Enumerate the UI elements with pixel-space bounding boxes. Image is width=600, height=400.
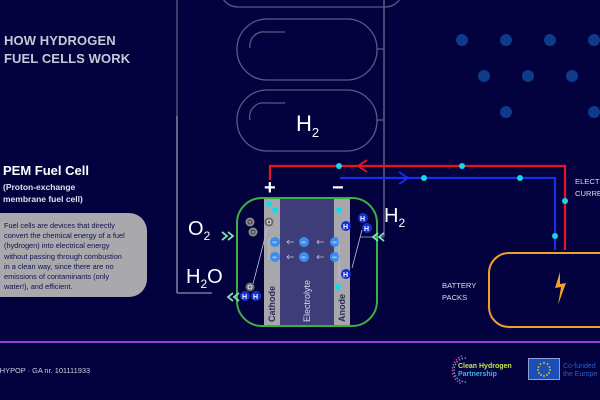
- battery-label-line-1: BATTERY: [442, 281, 477, 290]
- proton: [330, 237, 340, 247]
- svg-text:H: H: [360, 216, 365, 223]
- electrolyte-label: Electrolyte: [302, 280, 312, 322]
- project-grant-text: ct HYPOP · GA nr. 101111933: [0, 366, 91, 375]
- svg-text:+H: +H: [272, 241, 277, 245]
- eu-line-1: Co-funded: [563, 363, 596, 370]
- partner-line-1: Clean Hydrogen: [458, 363, 512, 370]
- proton-labels: +H +H +H +H +H +H: [272, 241, 337, 260]
- battery-packs-label: BATTERY PACKS: [442, 280, 476, 304]
- clean-hydrogen-logo-icon: [451, 355, 467, 385]
- cathode-label: Cathode: [267, 286, 277, 322]
- description-line: in a clean way, since there are no: [4, 261, 114, 271]
- tank-h2-label: H2: [296, 111, 319, 140]
- svg-text:+H: +H: [301, 241, 306, 245]
- page-title: HOW HYDROGEN FUEL CELLS WORK: [4, 32, 130, 68]
- pem-subtitle: (Proton-exchange membrane fuel cell): [3, 181, 83, 205]
- description-line: (hydrogen) into electrical energy: [4, 241, 110, 251]
- proton: [330, 252, 340, 262]
- pem-subtitle-line-1: (Proton-exchange: [3, 182, 76, 192]
- current-label-line-2: CURRE: [575, 189, 600, 198]
- proton: [270, 237, 280, 247]
- decorative-dot-grid: [456, 34, 600, 118]
- hydrogen-tank-frame: [176, 0, 401, 294]
- electrolyte-membrane: [280, 199, 334, 325]
- fuel-cell-outline: [236, 197, 378, 327]
- eu-flag-icon: [528, 358, 560, 380]
- svg-text:H: H: [364, 226, 369, 233]
- clean-hydrogen-partnership-logo: Clean Hydrogen Partnership: [458, 363, 512, 379]
- proton: [299, 237, 309, 247]
- battery-label-line-2: PACKS: [442, 293, 468, 302]
- svg-text:+H: +H: [301, 256, 306, 260]
- anode-label: Anode: [337, 294, 347, 322]
- water-output-label: H2O: [186, 266, 223, 291]
- pem-fuel-cell-heading: PEM Fuel Cell: [3, 163, 89, 178]
- lightning-bolt-icon: [555, 272, 566, 305]
- partner-line-2: Partnership: [458, 371, 497, 378]
- water-molecule: H H: [240, 282, 261, 301]
- svg-text:+H: +H: [332, 241, 337, 245]
- eu-line-2: the Europe: [563, 371, 598, 378]
- title-line-2: FUEL CELLS WORK: [4, 51, 131, 66]
- pem-subtitle-line-2: membrane fuel cell): [3, 194, 83, 204]
- description-box: Fuel cells are devices that directly con…: [0, 213, 147, 297]
- title-line-1: HOW HYDROGEN: [4, 33, 116, 48]
- svg-text:H: H: [343, 272, 348, 279]
- svg-text:H: H: [343, 224, 348, 231]
- negative-wire: [340, 171, 557, 250]
- svg-text:H: H: [253, 294, 258, 301]
- footer-divider: [0, 341, 600, 343]
- oxygen-molecule: [245, 217, 274, 237]
- proton: [299, 252, 309, 262]
- hydrogen-input-label: H2: [384, 205, 405, 230]
- cathode-plate: [264, 199, 280, 325]
- description-line: water!), and efficient.: [4, 282, 73, 292]
- description-line: Fuel cells are devices that directly: [4, 221, 115, 230]
- current-label-line-1: ELECT: [575, 177, 600, 186]
- description-line: emissions of contaminants (only: [4, 272, 110, 282]
- svg-text:+H: +H: [332, 256, 337, 260]
- hydrogen-molecule: H H H H: [341, 213, 372, 279]
- cell-electrons: [266, 201, 342, 290]
- electron-dots: [336, 163, 568, 239]
- flow-chevrons: [221, 231, 385, 302]
- svg-text:H: H: [242, 294, 247, 301]
- svg-text:+H: +H: [272, 256, 277, 260]
- proton: [270, 252, 280, 262]
- battery-pack-outline: [488, 252, 600, 328]
- positive-wire: [268, 159, 567, 250]
- description-line: convert the chemical energy of a fuel: [4, 231, 125, 241]
- proton-flow-arrows: [252, 217, 363, 285]
- eu-cofunded-text: Co-funded the Europe: [563, 363, 597, 379]
- proton-group: [270, 237, 340, 262]
- negative-terminal: −: [332, 177, 344, 199]
- oxygen-input-label: O2: [188, 218, 211, 243]
- positive-terminal: +: [264, 177, 276, 199]
- electric-current-label: ELECT CURRE: [575, 176, 600, 200]
- description-line: without passing through combustion: [4, 251, 122, 261]
